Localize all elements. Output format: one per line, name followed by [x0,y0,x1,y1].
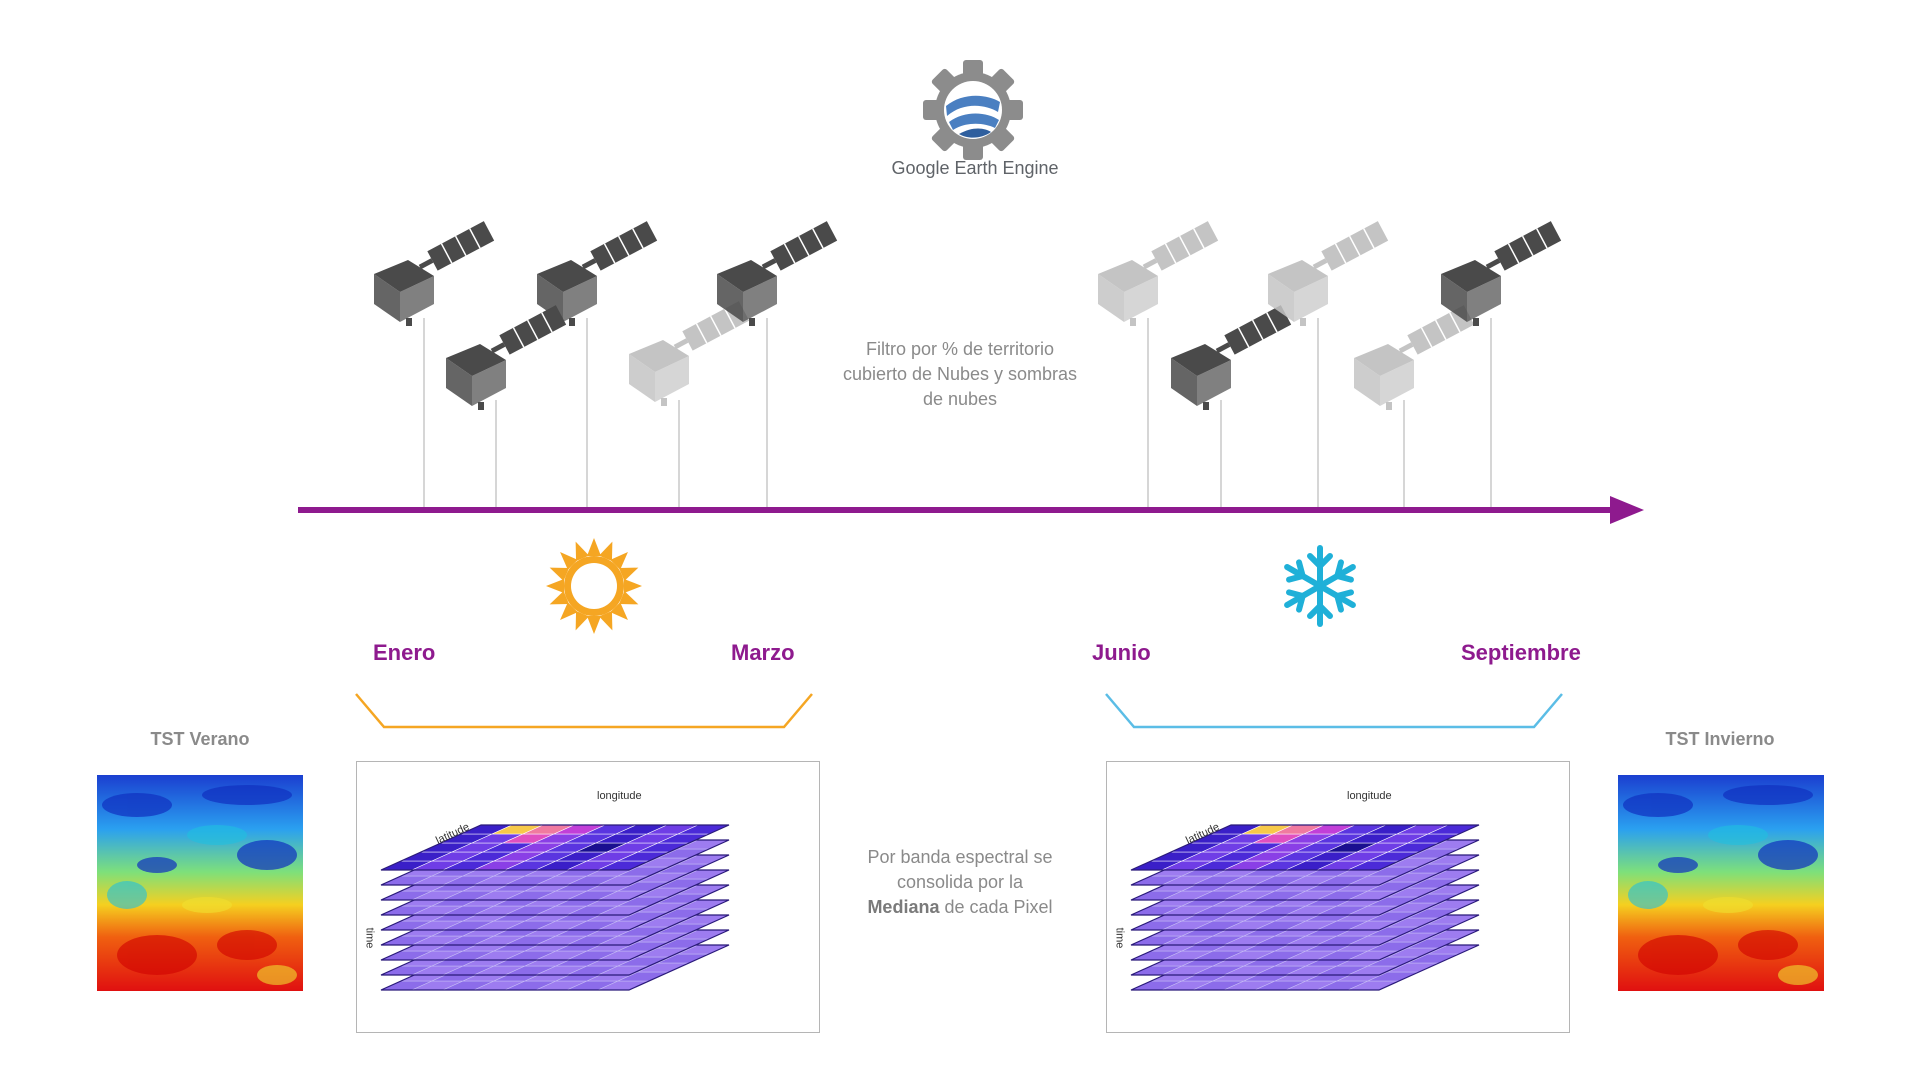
cube-layer-outline [380,824,730,871]
tst-summer-map [97,775,303,991]
winter-bracket [1105,693,1563,729]
cube-stack [380,824,730,991]
google-earth-engine-title: Google Earth Engine [891,158,1059,178]
sun-icon [546,538,642,634]
cube-layer-outline [1130,824,1480,871]
data-cube-summer: longitude latitude time [356,761,820,1033]
cube-longitude-label: longitude [1347,790,1392,802]
month-label-marzo: Marzo [731,640,795,665]
snowflake-icon [1284,545,1356,627]
satellite-icon-filtered [628,300,750,407]
satellite-icon [716,220,838,327]
tst-winter-label: TST Invierno [1665,729,1775,749]
data-cube-winter: longitude latitude time [1106,761,1570,1033]
cube-stack [1130,824,1480,991]
satellite-icon-filtered [1267,220,1389,327]
month-label-junio: Junio [1092,640,1151,665]
tst-summer-label: TST Verano [150,729,250,749]
cube-time-label: time [363,927,376,949]
filter-note: Filtro por % de territorio cubierto de N… [842,339,1078,409]
summer-bracket [355,693,813,729]
tst-winter-map [1618,775,1824,991]
satellite-icon [445,304,567,411]
cube-time-label: time [1113,927,1126,949]
satellite-icon [1440,220,1562,327]
satellite-icon [373,220,495,327]
satellite-icon-filtered [1097,220,1219,327]
satellite-icon-filtered [1353,304,1475,411]
consolidation-note: Por banda espectral se consolida por la … [867,847,1053,917]
satellite-icon [536,220,658,327]
satellite-icon [1170,304,1292,411]
month-label-enero: Enero [373,640,436,665]
google-earth-engine-gear-icon [923,60,1023,160]
cube-longitude-label: longitude [597,790,642,802]
timeline-arrow-head [1610,496,1644,524]
month-label-septiembre: Septiembre [1461,640,1581,665]
